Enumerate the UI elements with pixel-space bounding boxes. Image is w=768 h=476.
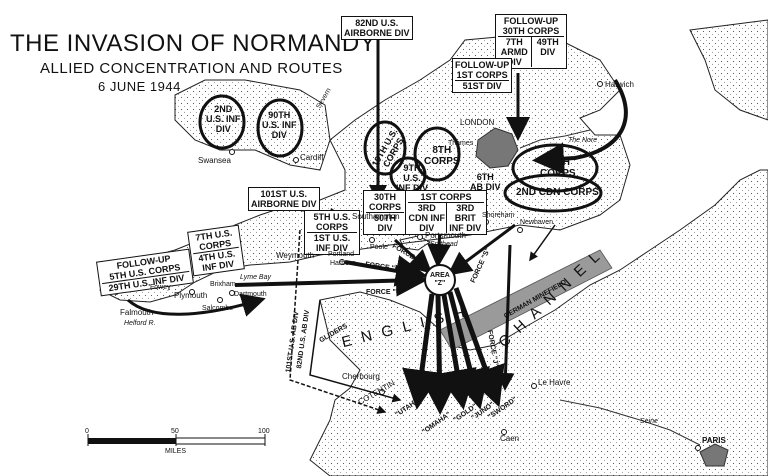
german-minefield	[439, 249, 613, 351]
area-90th-inf	[256, 98, 304, 158]
area-2nd-cdn-corps	[503, 173, 603, 213]
place-newhaven: Newhaven	[520, 219, 554, 226]
scale-tick-0: 0	[85, 428, 89, 435]
map-title: THE INVASION OF NORMANDY	[10, 30, 377, 57]
place-salcombe: Salcombe	[202, 305, 234, 312]
route-force-u	[234, 264, 428, 297]
place-le-havre: Le Havre	[538, 378, 571, 387]
place-cardiff: Cardiff	[300, 153, 324, 162]
route-follow-up-5	[126, 293, 266, 317]
route-force-g	[393, 238, 433, 275]
place-plymouth: Plymouth	[174, 291, 208, 300]
place-thames: Thames	[448, 140, 474, 147]
place-fowey: Fowey	[150, 284, 171, 291]
map-subtitle: ALLIED CONCENTRATION AND ROUTES	[40, 60, 343, 77]
route-airborne-west	[289, 229, 387, 414]
paris-area	[699, 443, 729, 467]
place-caen: Caen	[500, 434, 520, 443]
place-southampton: Southampton	[352, 212, 400, 221]
place-swansea: Swansea	[198, 156, 231, 165]
place-the-nore: The Nore	[568, 137, 598, 144]
place-paris: PARIS	[702, 436, 726, 445]
river-thames	[519, 129, 591, 149]
scale-bar	[87, 434, 266, 446]
route-gliders	[309, 299, 402, 403]
place-spithead: Spithead	[430, 241, 458, 248]
area-19th-corps	[363, 120, 407, 176]
place-dartmouth: Dartmouth	[234, 291, 267, 298]
place-portsmouth: Portsmouth	[425, 231, 466, 240]
scale-tick-100: 100	[258, 428, 270, 435]
area-2nd-inf	[198, 94, 246, 150]
scale-unit: MILES	[165, 448, 187, 455]
place-shoreham: Shoreham	[482, 212, 515, 219]
label-area-z: AREA"Z"	[430, 272, 450, 287]
route-force-j	[427, 229, 452, 268]
box-82nd-airborne: 82ND U.S.AIRBORNE DIV	[341, 16, 413, 40]
place-london: LONDON	[460, 118, 495, 127]
place-harbour: Harbour	[330, 260, 356, 267]
route-force-s	[447, 223, 516, 276]
coast-continent-ne	[689, 19, 768, 121]
place-harwich: Harwich	[605, 80, 634, 89]
map-date: 6 JUNE 1944	[98, 79, 181, 94]
area-8th-corps	[413, 126, 461, 182]
box-101st-airborne: 101ST U.S.AIRBORNE DIV	[248, 187, 320, 211]
place-brixham: Brixham	[210, 281, 236, 288]
label-force-u: FORCE "U"	[366, 289, 405, 296]
place-cherbourg: Cherbourg	[342, 372, 380, 381]
place-poole: Poole	[370, 244, 388, 251]
route-follow-up-30	[532, 78, 628, 175]
lane-s-east	[496, 244, 515, 391]
label-2nd-cdn-corps: 2ND CDN CORPS	[516, 187, 599, 198]
place-falmouth: Falmouth	[120, 308, 154, 317]
port-markers	[113, 81, 701, 451]
route-airborne-east	[529, 224, 556, 262]
place-portland: Portland	[328, 251, 355, 258]
lane-sword	[453, 287, 505, 408]
place-seine: Seine	[640, 418, 658, 425]
scale-tick-50: 50	[171, 428, 179, 435]
river-seine	[559, 399, 701, 446]
place-weymouth: Weymouth	[276, 251, 315, 260]
place-helford: Helford R.	[124, 320, 156, 327]
place-lyme-bay: Lyme Bay	[240, 274, 271, 281]
